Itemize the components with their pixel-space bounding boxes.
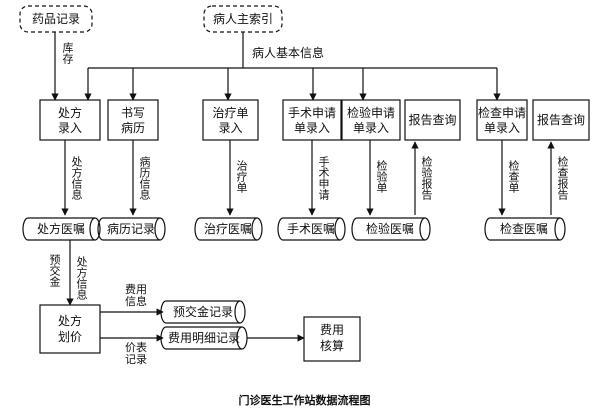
fee-accounting-box (303, 316, 361, 362)
rx-info-label: 处方信息 (70, 156, 83, 200)
lab-entry-line2: 单录入 (352, 121, 389, 135)
lab-sheet-label: 检验单 (375, 160, 388, 193)
deposit-record-label: 预交金记录 (172, 305, 233, 319)
record-info-label: 病历信息 (138, 156, 151, 200)
report-query1-box (404, 99, 461, 141)
lab-orders-label: 检验医嘱 (365, 222, 414, 236)
therapy-entry-line2: 录入 (218, 121, 243, 135)
fee-info-label: 费用信息 (116, 284, 156, 308)
surgery-request-label: 手术申请 (317, 156, 330, 200)
rx-orders-label: 处方医嘱 (36, 222, 85, 236)
rx-orders-store (22, 217, 101, 241)
drug-record-box (19, 5, 93, 33)
lab-entry-line1: 检验申请 (346, 106, 395, 120)
report-query2-label: 报告查询 (536, 113, 585, 127)
rx-pricing-box (39, 304, 101, 354)
patient-index-label: 病人主索引 (212, 12, 273, 26)
surgery-entry-line2: 单录入 (293, 121, 330, 135)
fee-accounting-line1: 费用 (319, 323, 344, 337)
surgery-entry-line1: 手术申请 (287, 106, 336, 120)
surgery-orders-label: 手术医嘱 (286, 222, 335, 236)
deposit-record-store (160, 300, 246, 324)
fee-info-text: 费用信息 (125, 283, 147, 308)
lab-report-label: 检验报告 (420, 156, 433, 200)
lab-orders-store (351, 217, 431, 241)
price-record-text: 价表记录 (125, 341, 147, 366)
write-record-line2: 病历 (120, 121, 145, 135)
exam-orders-store (484, 217, 566, 241)
exam-entry-line1: 检查申请 (477, 106, 526, 120)
rx-info2-label: 处方信息 (75, 256, 88, 300)
fee-accounting-line2: 核算 (319, 339, 344, 353)
surgery-orders-store (277, 217, 346, 241)
exam-orders-label: 检查医嘱 (499, 222, 548, 236)
rx-entry-box (39, 99, 101, 141)
patient-basic-info-label: 病人基本信息 (252, 46, 325, 60)
drug-record-label: 药品记录 (31, 12, 80, 26)
rx-entry-line1: 处方 (57, 106, 82, 120)
write-record-line1: 书写 (120, 106, 145, 120)
medical-record-store (97, 217, 166, 241)
rx-entry-line2: 录入 (57, 121, 82, 135)
therapy-orders-store (194, 217, 263, 241)
report-query1-label: 报告查询 (408, 113, 457, 127)
medical-record-label: 病历记录 (106, 222, 155, 236)
rx-pricing-line1: 处方 (57, 314, 82, 328)
diagram-title: 门诊医生工作站数据流程图 (238, 394, 371, 407)
lab-entry-box (341, 99, 401, 141)
fee-detail-record-store (160, 326, 248, 350)
price-record-label: 价表记录 (116, 342, 156, 366)
therapy-orders-label: 治疗医嘱 (203, 222, 252, 236)
fee-detail-record-label: 费用明细记录 (167, 331, 240, 345)
therapy-sheet-label: 治疗单 (235, 160, 248, 193)
therapy-entry-line1: 治疗单 (212, 106, 249, 120)
stock-label: 库存 (61, 42, 74, 64)
report-query2-box (532, 99, 590, 141)
exam-report-label: 检查报告 (556, 156, 569, 200)
deposit-label: 预交金 (48, 254, 61, 287)
rx-pricing-line2: 划价 (57, 330, 82, 344)
exam-sheet-label: 检查单 (507, 160, 520, 193)
exam-entry-line2: 单录入 (483, 121, 520, 135)
